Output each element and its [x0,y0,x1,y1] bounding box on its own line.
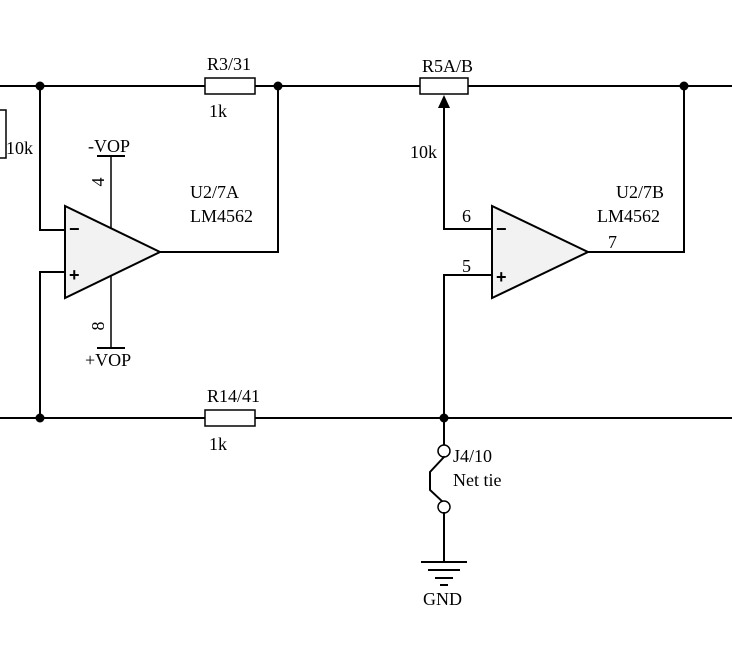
resistor-r14-ref: R14/41 [207,386,260,406]
potentiometer-r5-value: 10k [410,142,437,162]
opamp-b-plus-sign: + [496,267,507,287]
opamp-b-minus-sign: − [496,219,507,239]
opamp-b-body [491,204,591,300]
potentiometer-r5: R5A/B 10k [410,56,473,230]
junction-dot [35,81,45,91]
opamp-a-ref: U2/7A [190,182,239,202]
net-tie-top-terminal [437,444,451,458]
opamp-a-part: LM4562 [190,206,253,226]
opamp-a-pin-8: 8 [88,322,108,331]
junction-dot [439,413,449,423]
net-tie-ref: J4/10 [453,446,492,466]
opamp-b-pin-5: 5 [462,256,471,276]
opamp-b: − + 6 5 7 U2/7B LM4562 [443,85,685,419]
opamp-b-pin-7: 7 [608,232,617,252]
resistor-r14-body [204,409,256,427]
junction-dot [35,413,45,423]
net-tie-j4: J4/10 Net tie [429,417,501,563]
resistor-r3-ref: R3/31 [207,54,251,74]
potentiometer-r5-body [419,77,469,95]
opamp-a: − + 4 8 -VOP +VOP U2/7A LM4562 [64,85,279,370]
potentiometer-r5-ref: R5A/B [422,56,473,76]
left-partial-resistor-value: 10k [6,138,33,158]
resistor-r14: R14/41 1k [204,386,260,454]
resistor-r3-body [204,77,256,95]
opamp-a-body [64,204,163,300]
junction-dots [35,81,689,423]
opamp-a-pin-4: 4 [88,178,108,187]
opamp-b-ref: U2/7B [616,182,664,202]
potentiometer-r5-wiper-arrow [438,95,450,108]
junction-dot [679,81,689,91]
resistor-r14-value: 1k [209,434,227,454]
supply-pos-label: +VOP [85,350,131,370]
opamp-b-part: LM4562 [597,206,660,226]
resistor-r3-value: 1k [209,101,227,121]
left-partial-resistor [0,109,7,159]
net-tie-link [429,455,446,505]
opamp-b-pin-6: 6 [462,206,471,226]
opamp-a-input-wires [39,85,66,419]
ground-symbol: GND [421,561,467,609]
opamp-a-plus-sign: + [69,265,80,285]
junction-dot [273,81,283,91]
net-tie-bottom-terminal [437,500,451,514]
supply-neg-label: -VOP [88,136,130,156]
ground-label: GND [423,589,462,609]
net-tie-desc: Net tie [453,470,501,490]
opamp-a-minus-sign: − [69,219,80,239]
resistor-r3: R3/31 1k [204,54,256,121]
